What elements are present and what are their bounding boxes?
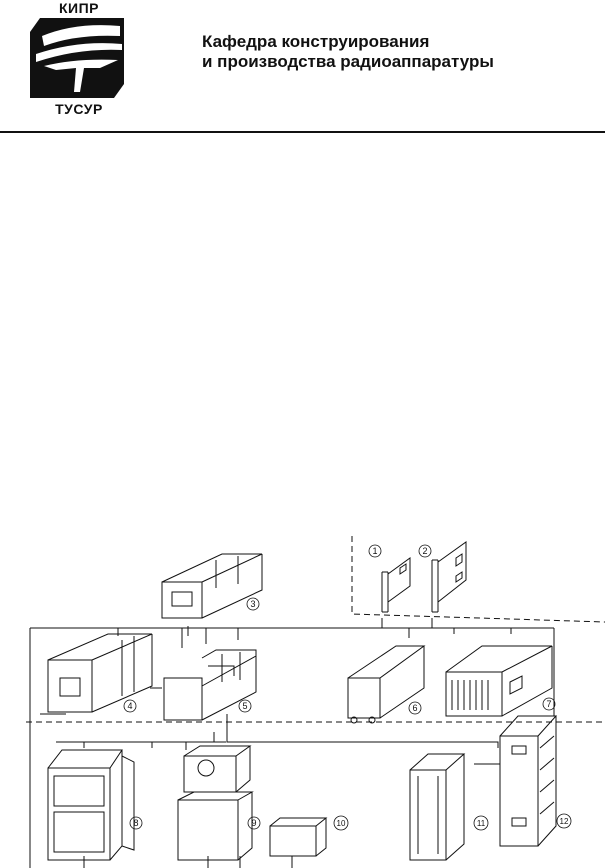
connection-lines <box>29 618 555 868</box>
component-5-frame <box>163 649 257 721</box>
component-7-unit <box>445 645 553 717</box>
component-10-unit <box>269 817 328 857</box>
logo-top-text: КИПР <box>58 0 99 16</box>
label-10: 10 <box>337 819 346 828</box>
component-11-rack <box>409 753 466 861</box>
logo-bottom-text: ТУСУР <box>55 101 103 117</box>
label-3: 3 <box>250 599 255 609</box>
component-9-console <box>177 745 254 861</box>
component-1-board <box>381 557 411 613</box>
label-1: 1 <box>372 546 377 556</box>
figure-labels: 1 2 3 4 5 6 7 8 9 10 11 12 <box>123 544 572 831</box>
component-2-board <box>431 541 467 613</box>
department-title: Кафедра конструирования и производства р… <box>202 32 494 72</box>
component-3-frame <box>161 553 263 619</box>
department-line-1: Кафедра конструирования <box>202 32 430 51</box>
label-4: 4 <box>127 701 132 711</box>
label-7: 7 <box>546 699 551 709</box>
dashed-boundaries <box>26 536 605 723</box>
logo-emblem <box>30 18 124 98</box>
label-6: 6 <box>412 703 417 713</box>
label-9: 9 <box>251 818 256 828</box>
label-8: 8 <box>133 818 138 828</box>
component-8-cabinet <box>47 749 135 861</box>
label-2: 2 <box>422 546 427 556</box>
header-divider <box>0 131 605 133</box>
department-line-2: и производства радиоаппаратуры <box>202 52 494 71</box>
label-5: 5 <box>242 701 247 711</box>
equipment-hierarchy-diagram: 1 2 3 4 5 6 7 8 9 10 11 12 <box>26 536 605 868</box>
label-11: 11 <box>477 819 486 828</box>
component-12-rack <box>499 715 558 847</box>
component-4-frame <box>40 633 153 715</box>
component-6-box <box>347 645 426 724</box>
university-logo: КИПР ТУСУР <box>26 0 132 118</box>
label-12: 12 <box>560 817 569 826</box>
